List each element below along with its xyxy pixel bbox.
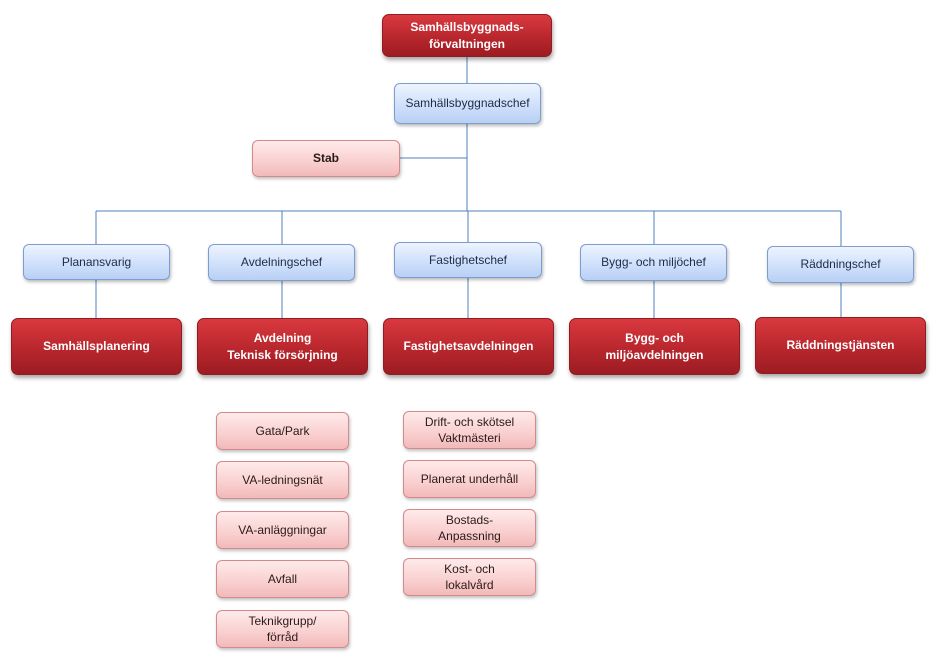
- department-box-fastighetsavdelningen: Fastighetsavdelningen: [383, 318, 554, 375]
- unit-box-va-ledningsnat: VA-ledningsnät: [216, 461, 349, 499]
- unit-box-planerat-underhall: Planerat underhåll: [403, 460, 536, 498]
- department-box-bygg-miljoavdelningen: Bygg- och miljöavdelningen: [569, 318, 740, 375]
- unit-box-kost-lokalvard: Kost- och lokalvård: [403, 558, 536, 596]
- unit-box-va-anlaggningar: VA-anläggningar: [216, 511, 349, 549]
- manager-box-avdelningschef: Avdelningschef: [208, 244, 355, 281]
- unit-box-teknikgrupp-forrad: Teknikgrupp/ förråd: [216, 610, 349, 648]
- unit-box-drift-skotsel: Drift- och skötsel Vaktmästeri: [403, 411, 536, 449]
- unit-box-avfall: Avfall: [216, 560, 349, 598]
- manager-box-raddningschef: Räddningschef: [767, 246, 914, 283]
- chief-box: Samhällsbyggnadschef: [394, 83, 541, 124]
- org-top-box: Samhällsbyggnads- förvaltningen: [382, 14, 552, 57]
- manager-box-bygg-miljochef: Bygg- och miljöchef: [580, 244, 727, 281]
- department-box-samhallsplanering: Samhällsplanering: [11, 318, 182, 375]
- department-box-raddningstjansten: Räddningstjänsten: [755, 317, 926, 374]
- unit-box-bostadsanpassning: Bostads- Anpassning: [403, 509, 536, 547]
- manager-box-fastighetschef: Fastighetschef: [394, 242, 542, 278]
- unit-box-gata-park: Gata/Park: [216, 412, 349, 450]
- department-box-teknisk-forsorjning: Avdelning Teknisk försörjning: [197, 318, 368, 375]
- manager-box-planansvarig: Planansvarig: [23, 244, 170, 280]
- staff-box: Stab: [252, 140, 400, 177]
